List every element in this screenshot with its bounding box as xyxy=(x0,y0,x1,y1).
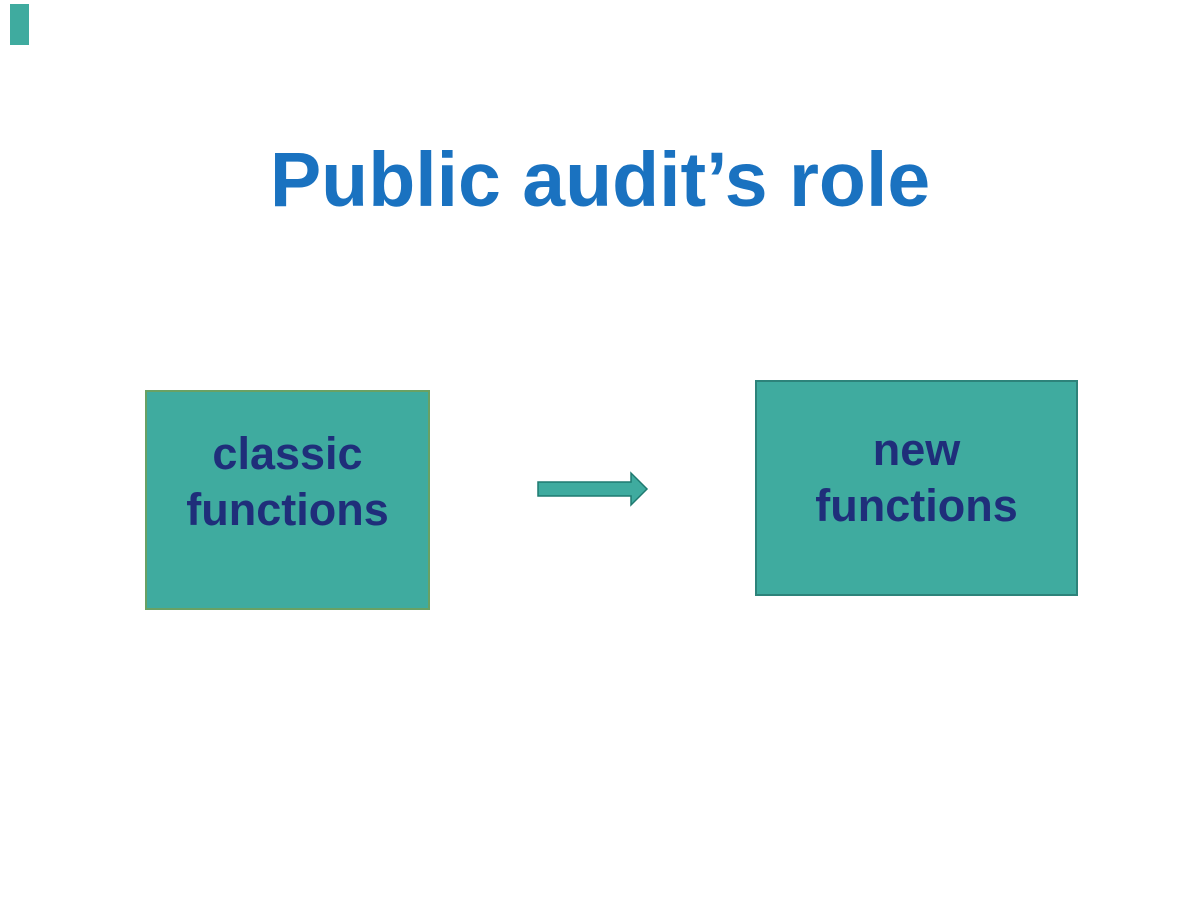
new-functions-box: new functions xyxy=(755,380,1078,596)
classic-functions-label-line1: classic xyxy=(212,428,363,479)
new-functions-label-line2: functions xyxy=(815,480,1018,531)
corner-teal-mark xyxy=(10,4,29,45)
classic-functions-label-line2: functions xyxy=(186,484,389,535)
right-arrow-icon xyxy=(537,471,649,507)
classic-functions-box: classic functions xyxy=(145,390,430,610)
page-title: Public audit’s role xyxy=(269,137,931,223)
new-functions-label-line1: new xyxy=(872,424,961,475)
right-arrow-shape xyxy=(537,471,649,507)
